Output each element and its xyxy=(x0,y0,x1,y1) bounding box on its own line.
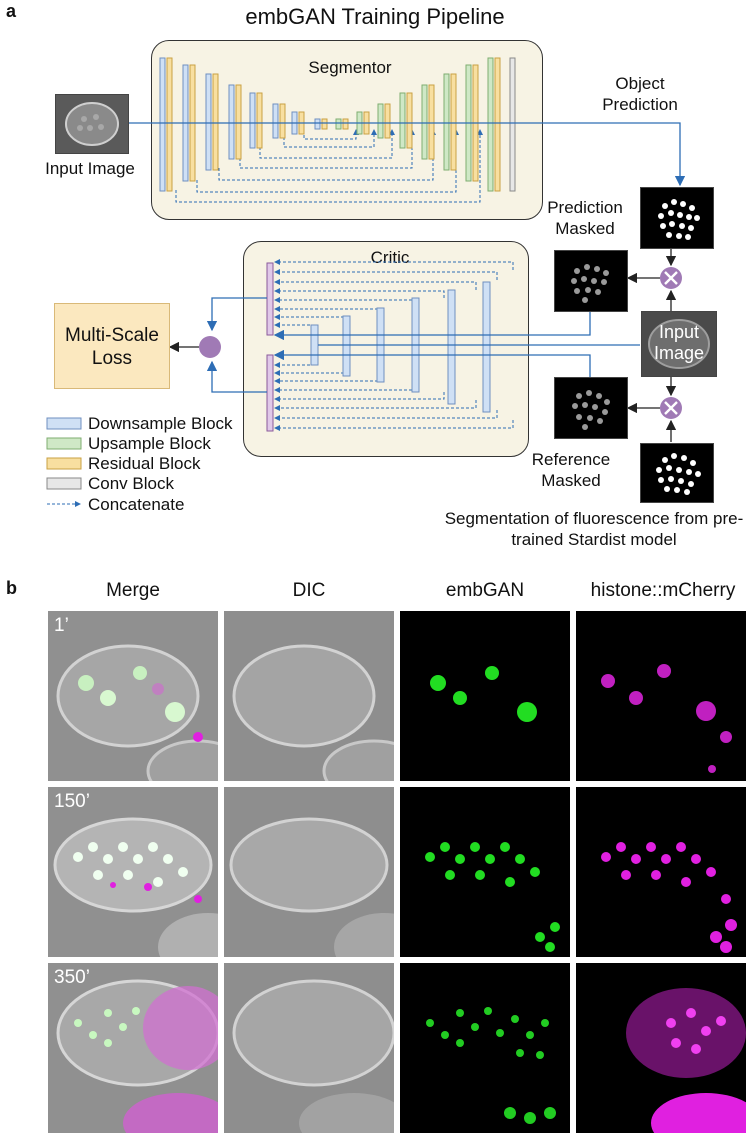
critic-box xyxy=(243,241,529,457)
prediction-masked-label: Prediction Masked xyxy=(547,198,623,238)
tile-merge-3: 350’ xyxy=(48,963,218,1133)
tile-mcherry-1 xyxy=(576,611,746,781)
pipeline-graphic xyxy=(46,57,686,507)
tile-mcherry-2 xyxy=(576,787,746,957)
critic-reference-input-line xyxy=(273,349,591,377)
critic-blocks xyxy=(310,281,491,413)
legend-downsample: Downsample Block xyxy=(88,414,233,433)
input-image-center: Input Image xyxy=(641,311,717,377)
object-prediction-label: Object Prediction xyxy=(602,74,678,114)
legend-swatches xyxy=(46,417,82,507)
tile-dic-2 xyxy=(224,787,394,957)
reference-masked-label: Reference Masked xyxy=(531,450,611,490)
input-image-label: Input Image xyxy=(45,159,135,178)
segmentor-encoder-blocks xyxy=(159,57,328,192)
tile-dic-3 xyxy=(224,963,394,1133)
panel-b-letter: b xyxy=(6,578,17,598)
multi-scale-loss-label: Multi-Scale Loss xyxy=(65,325,159,369)
column-label-embgan: embGAN xyxy=(445,580,525,601)
reference-masked-image xyxy=(554,377,628,439)
time-label-3: 350’ xyxy=(54,967,90,988)
critic-top-input-bar xyxy=(266,262,274,336)
input-image-center-label: Input Image xyxy=(653,322,705,363)
tile-merge-2: 150’ xyxy=(48,787,218,957)
tile-embgan-3 xyxy=(400,963,570,1133)
critic-bottom-output-arrow xyxy=(206,360,267,393)
multi-scale-loss-box: Multi-Scale Loss xyxy=(54,303,170,389)
column-label-merge: Merge xyxy=(106,580,160,601)
legend-concatenate: Concatenate xyxy=(88,495,185,514)
tile-embgan-1 xyxy=(400,611,570,781)
segmentor-label: Segmentor xyxy=(308,58,392,77)
segmentor-flow-arrow xyxy=(127,122,686,187)
tile-mcherry-3 xyxy=(576,963,746,1133)
reference-mask xyxy=(640,443,714,503)
legend-residual: Residual Block xyxy=(88,454,201,473)
column-label-mcherry: histone::mCherry xyxy=(590,580,736,601)
critic-prediction-input-line xyxy=(273,310,591,341)
object-prediction-mask xyxy=(640,187,714,249)
prediction-masked-image xyxy=(554,250,628,312)
time-label-2: 150’ xyxy=(54,791,90,812)
legend-conv: Conv Block xyxy=(88,474,174,493)
segmentation-caption: Segmentation of fluorescence from pre-tr… xyxy=(444,509,744,549)
panel-a-letter: a xyxy=(6,1,17,21)
tile-dic-1 xyxy=(224,611,394,781)
critic-bottom-input-bar xyxy=(266,354,274,432)
merge-circle xyxy=(199,336,221,358)
segmentor-decoder-blocks xyxy=(335,57,516,192)
diagram-title: embGAN Training Pipeline xyxy=(245,4,505,29)
critic-top-output-arrow xyxy=(206,297,267,332)
input-image-thumbnail xyxy=(55,94,129,154)
legend-upsample: Upsample Block xyxy=(88,434,211,453)
tile-embgan-2 xyxy=(400,787,570,957)
tile-merge-1: 1’ xyxy=(48,611,218,781)
time-label-1: 1’ xyxy=(54,615,69,636)
column-label-dic: DIC xyxy=(292,580,326,601)
